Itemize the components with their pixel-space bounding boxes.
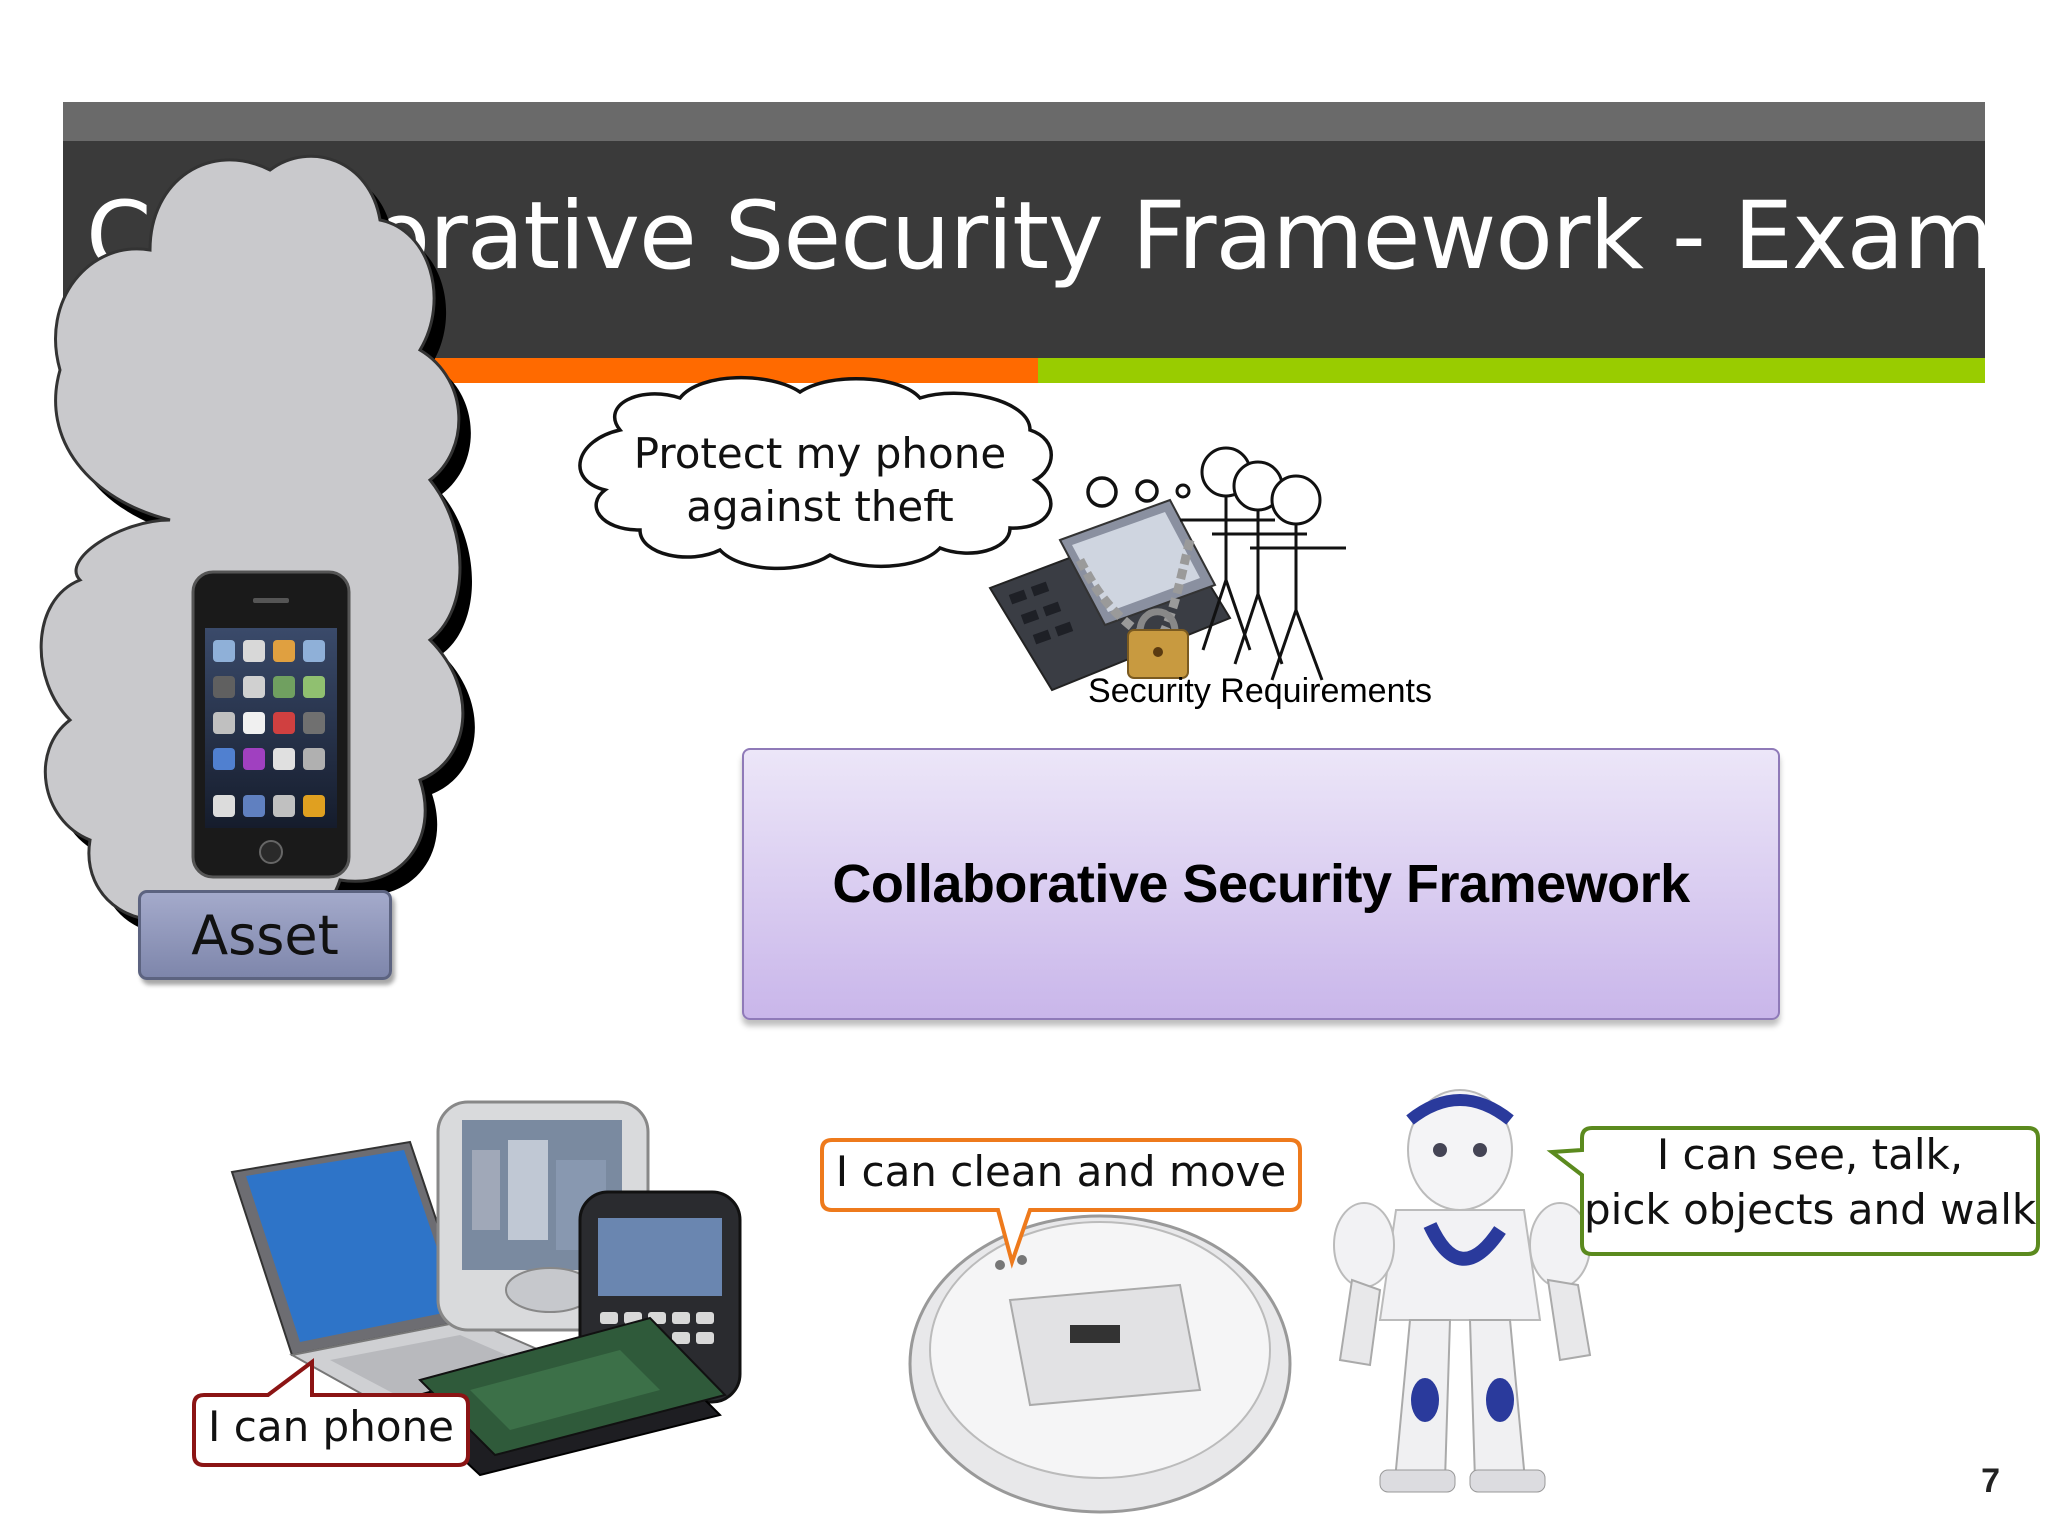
blackberry-icon bbox=[578, 1190, 742, 1404]
page-number: 7 bbox=[1981, 1462, 2000, 1500]
thought-line-1: Protect my phone bbox=[633, 429, 1007, 478]
phone-callout-text: I can phone bbox=[208, 1402, 454, 1451]
framework-box: Collaborative Security Framework bbox=[742, 748, 1780, 1020]
accent-bar-green bbox=[1038, 358, 1985, 383]
thought-cloud-text: Protect my phone against theft bbox=[620, 428, 1020, 533]
robot-callout-line-1: I can see, talk, bbox=[1656, 1130, 1964, 1179]
title-band-top bbox=[63, 102, 1985, 142]
thought-line-2: against theft bbox=[686, 481, 954, 531]
framework-label: Collaborative Security Framework bbox=[832, 854, 1690, 914]
pda-icon bbox=[436, 1100, 650, 1332]
accent-bar-orange bbox=[423, 358, 1038, 383]
stakeholders-icon bbox=[1180, 446, 1346, 681]
locked-phone-icon bbox=[988, 498, 1232, 692]
roomba-icon bbox=[908, 1214, 1292, 1514]
asset-label: Asset bbox=[138, 890, 392, 980]
clean-callout-text: I can clean and move bbox=[835, 1147, 1287, 1196]
slide-title: Collaborative Security Framework - Examp… bbox=[86, 182, 2048, 291]
robot-callout-text: I can see, talk, pick objects and walk bbox=[1584, 1128, 2036, 1237]
robot-icon bbox=[1333, 1089, 1592, 1493]
security-requirements-label: Security Requirements bbox=[1088, 672, 1432, 710]
accent-bar-red bbox=[63, 358, 423, 383]
smartphone-icon bbox=[191, 570, 351, 879]
laptop-icon bbox=[230, 1140, 624, 1434]
robot-callout-line-2: pick objects and walk bbox=[1584, 1184, 2037, 1234]
